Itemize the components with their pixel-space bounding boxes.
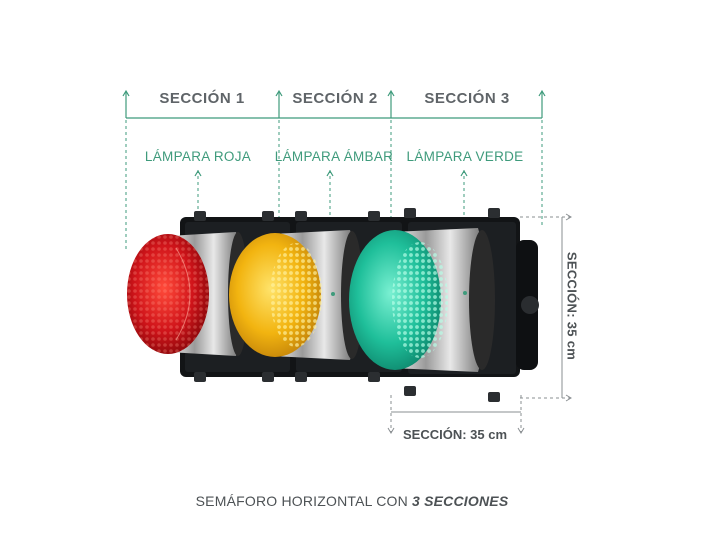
section-2-label: SECCIÓN 2 [292,90,378,107]
width-dimension-label: SECCIÓN: 35 cm [402,427,508,442]
height-dimension [520,213,572,402]
lamp-green-label: LÁMPARA VERDE [406,149,524,164]
section-1-label: SECCIÓN 1 [159,90,245,107]
caption-emphasis: 3 SECCIONES [412,493,509,509]
lamp-red-label: LÁMPARA ROJA [144,149,252,164]
lamp-pointer-arrows [194,169,468,177]
section-3-label: SECCIÓN 3 [424,90,510,107]
lamp-red [127,232,248,356]
height-dimension-label: SECCIÓN: 35 cm [564,251,580,361]
diagram-caption: SEMÁFORO HORIZONTAL CON 3 SECCIONES [196,493,509,509]
caption-prefix: SEMÁFORO HORIZONTAL CON [195,493,413,509]
section-guides [125,120,543,250]
lamp-green [349,228,495,372]
section-dimension-line [122,89,546,119]
lamp-amber-label: LÁMPARA ÁMBAR [274,149,394,164]
lamp-amber [229,230,363,360]
width-dimension [387,395,525,434]
